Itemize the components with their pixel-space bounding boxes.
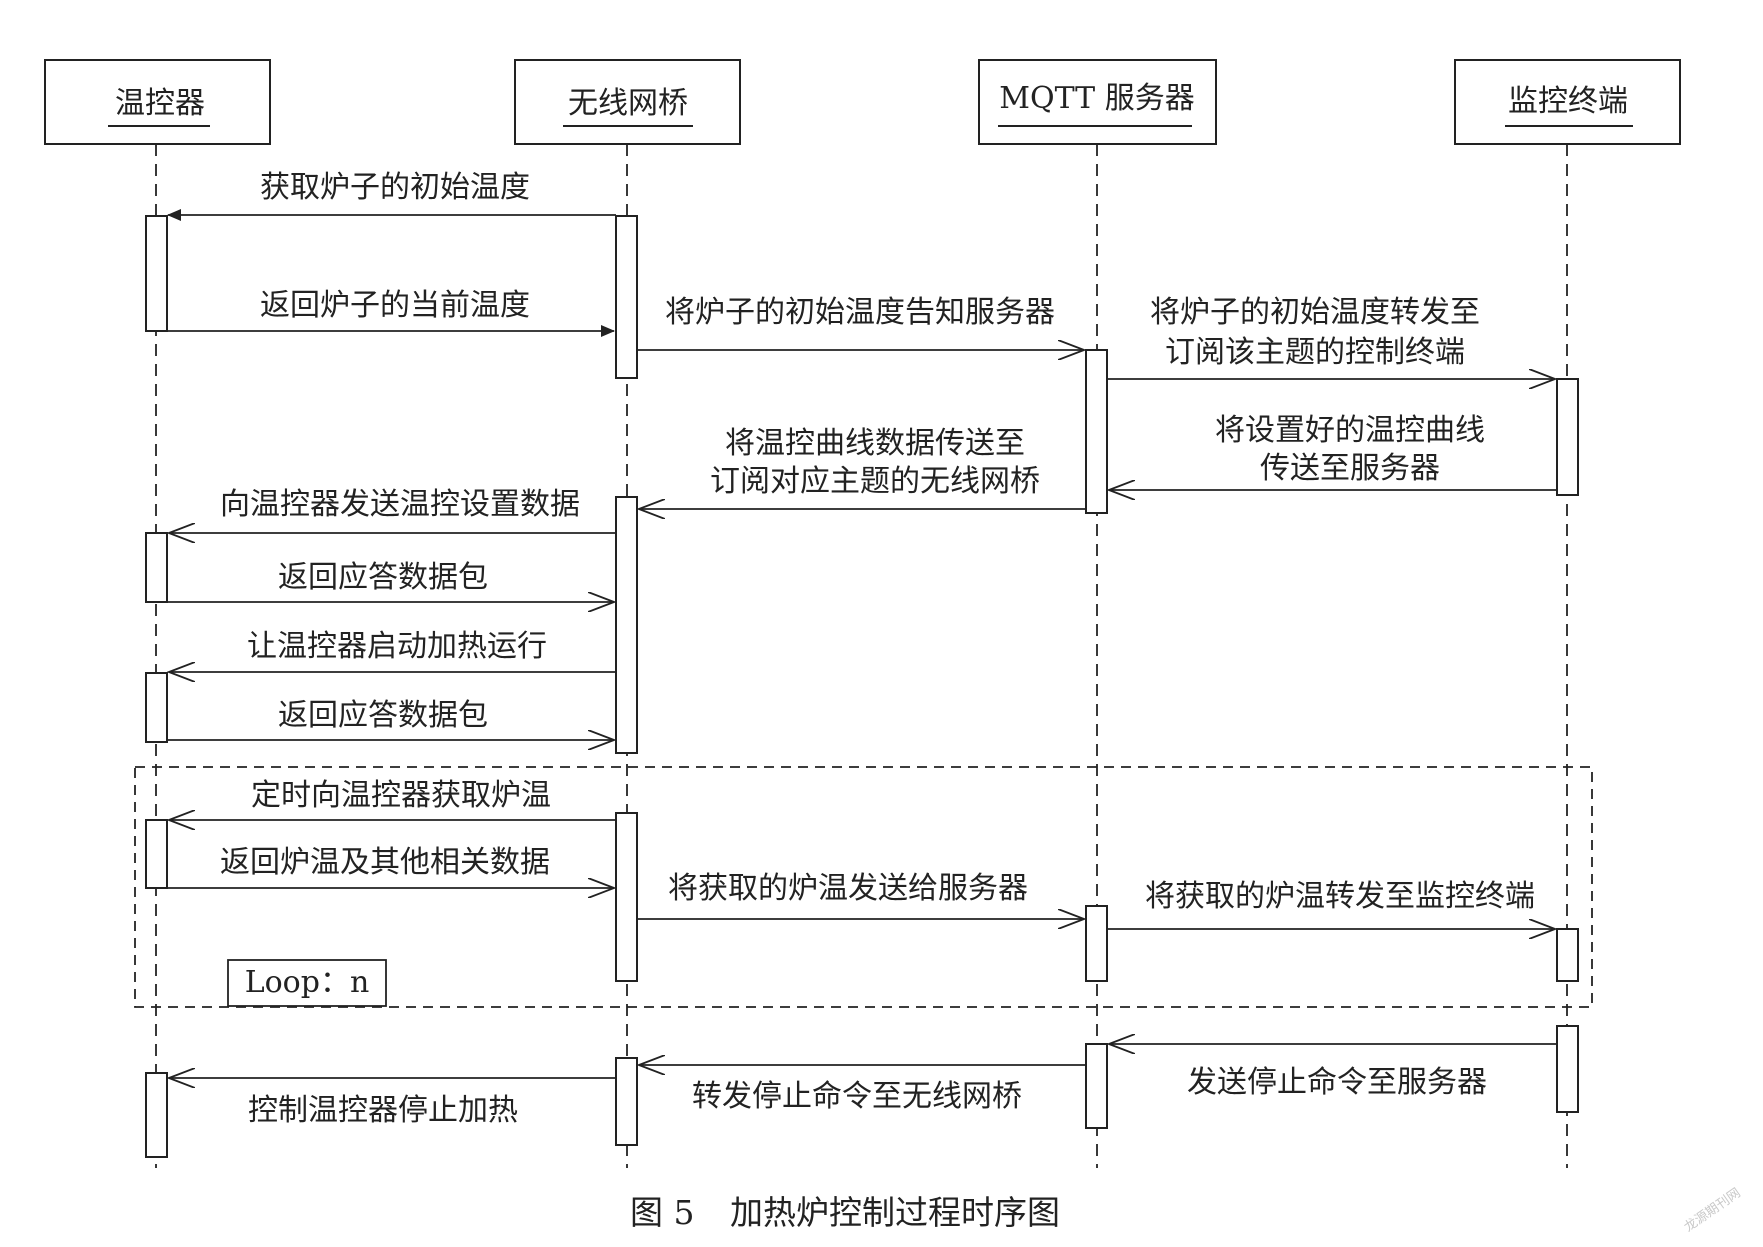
activations <box>145 215 1579 1158</box>
message-label-15: 发送停止命令至服务器 <box>1187 1065 1487 1100</box>
message-label-11: 定时向温控器获取炉温 <box>251 778 551 813</box>
watermark: 龙源期刊网 <box>1682 1186 1744 1236</box>
message-label-9: 让温控器启动加热运行 <box>247 629 547 664</box>
activation-bar <box>1556 1025 1579 1113</box>
activation-bar <box>615 496 638 754</box>
loop-frame: Loop：n <box>134 766 1593 1008</box>
message-label-12: 返回炉温及其他相关数据 <box>220 845 550 880</box>
participant-monitor-terminal: 监控终端 <box>1454 59 1681 145</box>
message-label-5-line-1: 将设置好的温控曲线 <box>1215 413 1485 448</box>
activation-bar <box>145 672 168 743</box>
message-label-16: 转发停止命令至无线网桥 <box>692 1079 1022 1114</box>
activation-bar <box>1556 928 1579 982</box>
participant-wireless-bridge: 无线网桥 <box>514 59 741 145</box>
activation-bar <box>615 812 638 982</box>
message-label-13: 将获取的炉温发送给服务器 <box>668 871 1028 906</box>
message-label-17: 控制温控器停止加热 <box>248 1093 518 1128</box>
activation-bar <box>1085 1043 1108 1129</box>
message-label-6-line-2: 订阅对应主题的无线网桥 <box>710 464 1040 499</box>
figure-caption: 图 5 加热炉控制过程时序图 <box>630 1193 1060 1232</box>
loop-label: Loop：n <box>245 965 370 1000</box>
participant-mqtt-server: MQTT 服务器 <box>978 59 1217 145</box>
participant-mqtt-server-label: MQTT 服务器 <box>999 81 1194 116</box>
activation-bar <box>145 1072 168 1158</box>
figure-title: 加热炉控制过程时序图 <box>730 1193 1060 1232</box>
participant-thermostat-label: 温控器 <box>115 86 205 121</box>
message-label-8: 返回应答数据包 <box>278 560 488 595</box>
activation-bar <box>1085 905 1108 982</box>
message-label-5-line-2: 传送至服务器 <box>1260 451 1440 486</box>
message-label-2: 返回炉子的当前温度 <box>260 288 530 323</box>
message-label-14: 将获取的炉温转发至监控终端 <box>1145 879 1535 914</box>
message-label-6-line-1: 将温控曲线数据传送至 <box>725 426 1025 461</box>
activation-bar <box>615 215 638 379</box>
message-label-4-line-2: 订阅该主题的控制终端 <box>1165 335 1465 370</box>
message-labels: 获取炉子的初始温度 返回炉子的当前温度 将炉子的初始温度告知服务器 将炉子的初始… <box>220 170 1535 1128</box>
message-label-3: 将炉子的初始温度告知服务器 <box>665 295 1055 330</box>
message-label-10: 返回应答数据包 <box>278 698 488 733</box>
activation-bar <box>615 1057 638 1146</box>
participant-thermostat: 温控器 <box>44 59 271 145</box>
messages <box>167 209 1557 1078</box>
activation-bar <box>1085 349 1108 514</box>
participant-wireless-bridge-label: 无线网桥 <box>568 86 688 121</box>
activation-bar <box>1556 378 1579 496</box>
participant-monitor-terminal-label: 监控终端 <box>1508 84 1628 119</box>
activation-bar <box>145 215 168 332</box>
message-label-1: 获取炉子的初始温度 <box>260 170 530 205</box>
activation-bar <box>145 532 168 603</box>
activation-bar <box>145 819 168 889</box>
figure-number: 图 5 <box>630 1193 695 1232</box>
message-label-7: 向温控器发送温控设置数据 <box>220 487 580 522</box>
message-label-4-line-1: 将炉子的初始温度转发至 <box>1150 295 1480 330</box>
